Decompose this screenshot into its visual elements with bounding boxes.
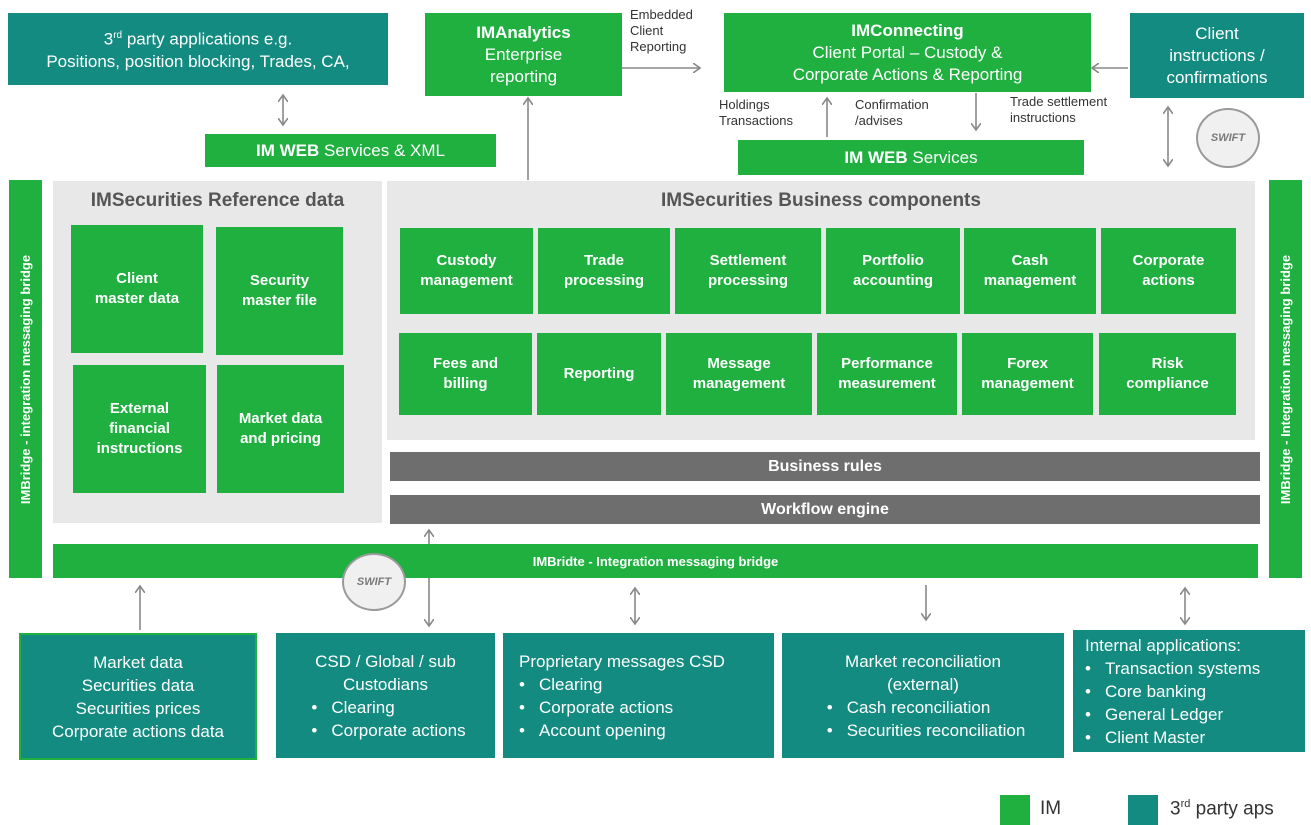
list-item: Transaction systems xyxy=(1079,657,1260,680)
business-rules-bar: Business rules xyxy=(390,452,1260,481)
holdings-transactions-label: Holdings Transactions xyxy=(719,97,793,128)
list-item: General Ledger xyxy=(1079,703,1260,726)
reporting-box: Reporting xyxy=(537,333,661,415)
imweb-services-bar: IM WEB Services xyxy=(738,140,1084,175)
list-item: Cash reconciliation xyxy=(821,696,1026,719)
internal-applications-box: Internal applications: Transaction syste… xyxy=(1073,630,1305,752)
list-item: Clearing xyxy=(513,673,673,696)
market-data-box: Market data Securities data Securities p… xyxy=(19,633,257,760)
list-item: Account opening xyxy=(513,719,673,742)
imanalytics-box: IMAnalytics Enterprise reporting xyxy=(425,13,622,96)
imconnecting-box: IMConnecting Client Portal – Custody & C… xyxy=(724,13,1091,92)
workflow-engine-bar: Workflow engine xyxy=(390,495,1260,524)
swift-logo-icon: SWIFT xyxy=(1196,108,1260,168)
confirmation-advises-label: Confirmation /advises xyxy=(855,97,929,128)
business-components-title: IMSecurities Business components xyxy=(661,190,981,211)
list-item: Securities reconciliation xyxy=(821,719,1026,742)
list-item: Corporate actions xyxy=(513,696,673,719)
right-imbridge-bar: IMBridge - Integration messaging bridge xyxy=(1269,180,1302,578)
reference-data-title: IMSecurities Reference data xyxy=(90,190,345,211)
third-party-applications-box: 3rd party applications e.g. Positions, p… xyxy=(8,13,388,85)
imweb-xml-bar: IM WEB Services & XML xyxy=(205,134,496,167)
list-item: Corporate actions xyxy=(305,719,465,742)
legend-third-party-label: 3rd party aps xyxy=(1170,798,1274,820)
list-item: Clearing xyxy=(305,696,465,719)
client-instructions-box: Client instructions / confirmations xyxy=(1130,13,1304,98)
market-reconciliation-box: Market reconciliation (external) Cash re… xyxy=(782,633,1064,758)
imbridte-bar: IMBridte - Integration messaging bridge xyxy=(53,544,1258,578)
list-item: Client Master xyxy=(1079,726,1260,749)
list-item: Core banking xyxy=(1079,680,1260,703)
embedded-client-reporting-label: Embedded Client Reporting xyxy=(630,7,693,54)
trade-settlement-label: Trade settlement instructions xyxy=(1010,94,1108,125)
legend-im-label: IM xyxy=(1040,798,1062,819)
csd-custodians-box: CSD / Global / sub Custodians Clearing C… xyxy=(276,633,495,758)
legend-third-party-swatch xyxy=(1128,795,1158,825)
proprietary-messages-box: Proprietary messages CSD Clearing Corpor… xyxy=(503,633,774,758)
left-imbridge-bar: IMBridge - integration messaging bridge xyxy=(9,180,42,578)
swift-logo-bottom-icon: SWIFT xyxy=(342,553,406,611)
legend-im-swatch xyxy=(1000,795,1030,825)
